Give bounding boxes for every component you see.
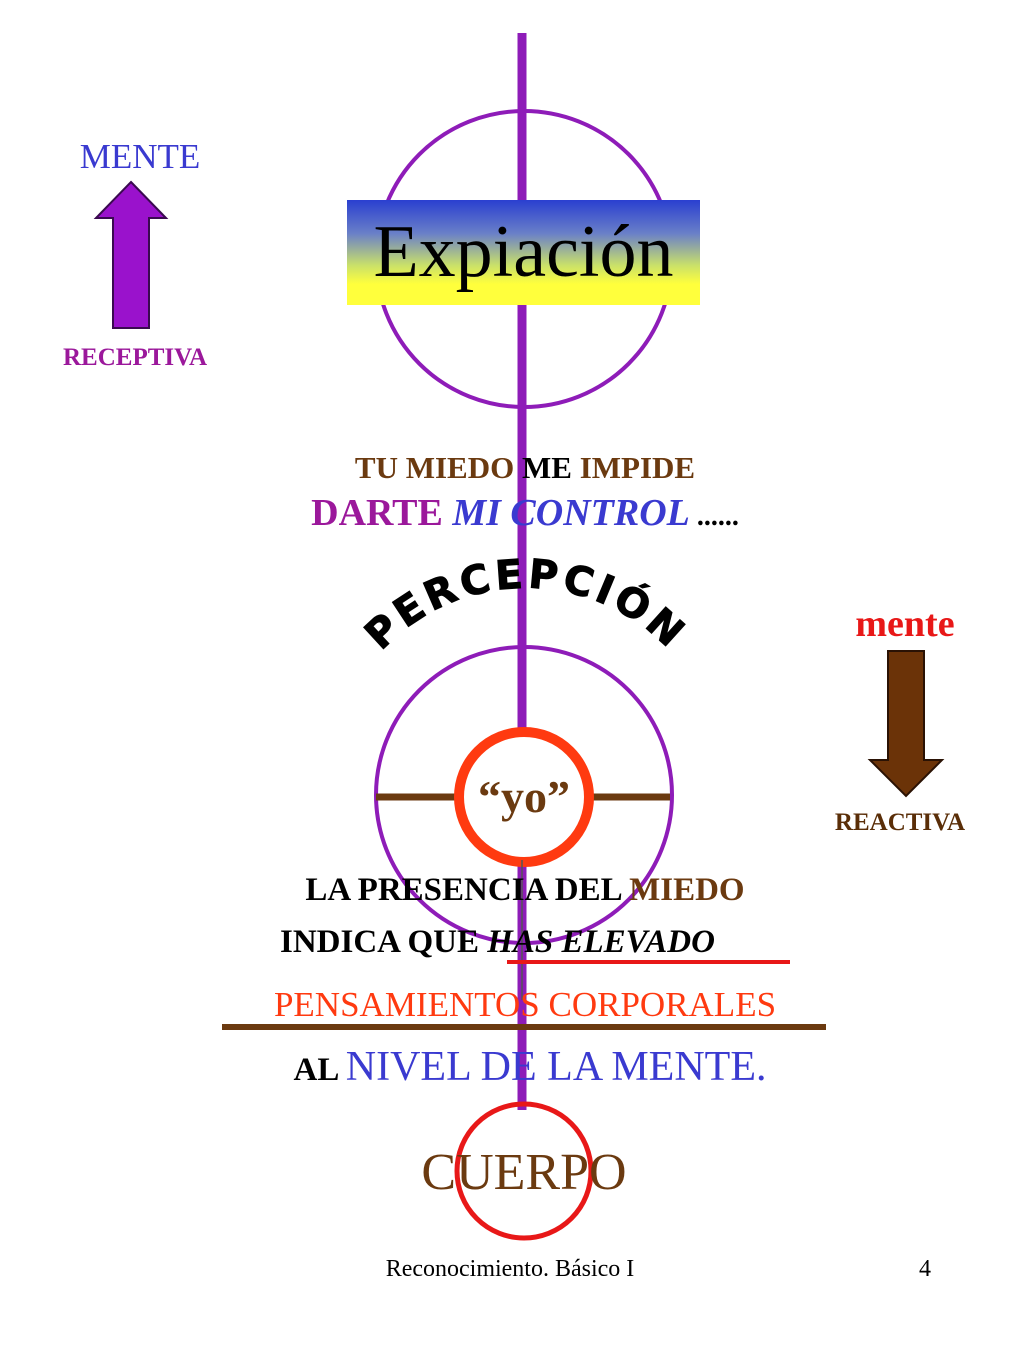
presence-line-1-a: LA PRESENCIA DEL: [305, 872, 630, 908]
fear-part-5: MI CONTROL: [452, 492, 690, 534]
fear-message-line-1: TU MIEDO ME IMPIDE: [220, 450, 830, 486]
mente-reactiva-top-label: mente: [855, 603, 955, 645]
body-label: CUERPO: [421, 1144, 627, 1201]
presence-line-2-a: INDICA QUE: [280, 924, 488, 960]
presence-line-4-b: NIVEL DE LA MENTE.: [345, 1044, 767, 1090]
presence-line-2: INDICA QUE HAS ELEVADO: [280, 924, 840, 961]
fear-part-3: IMPIDE: [571, 450, 696, 485]
presence-line-4-a: AL: [293, 1052, 346, 1088]
reactiva-label: REACTIVA: [834, 809, 966, 836]
fear-part-1: TU MIEDO: [354, 450, 522, 485]
fear-part-6: ......: [689, 501, 739, 532]
expiacion-text: Expiación: [373, 211, 674, 293]
fear-message-line-2: DARTE MI CONTROL ......: [220, 491, 830, 535]
footer-page-number: 4: [919, 1256, 931, 1282]
footer-course-title: Reconocimiento. Básico I: [385, 1256, 635, 1282]
presence-line-3: PENSAMIENTOS CORPORALES: [273, 985, 777, 1024]
mente-receptiva-top-label: MENTE: [79, 137, 201, 176]
presence-line-4: AL NIVEL DE LA MENTE.: [180, 1043, 880, 1091]
ego-label: “yo”: [478, 771, 570, 822]
ego-circle: [454, 727, 594, 867]
body-circle: [454, 1101, 594, 1241]
presence-line-1: LA PRESENCIA DEL MIEDO: [200, 872, 850, 909]
down-arrow-icon: [867, 650, 945, 798]
fear-part-4: DARTE: [311, 492, 453, 534]
receptiva-label: RECEPTIVA: [62, 344, 208, 371]
presence-line-2-b: HAS ELEVADO: [487, 924, 715, 960]
fear-part-2: ME: [522, 450, 572, 485]
expiacion-banner: Expiación: [347, 200, 700, 305]
up-arrow-icon: [93, 180, 169, 329]
presence-line-1-b: MIEDO: [629, 872, 745, 908]
